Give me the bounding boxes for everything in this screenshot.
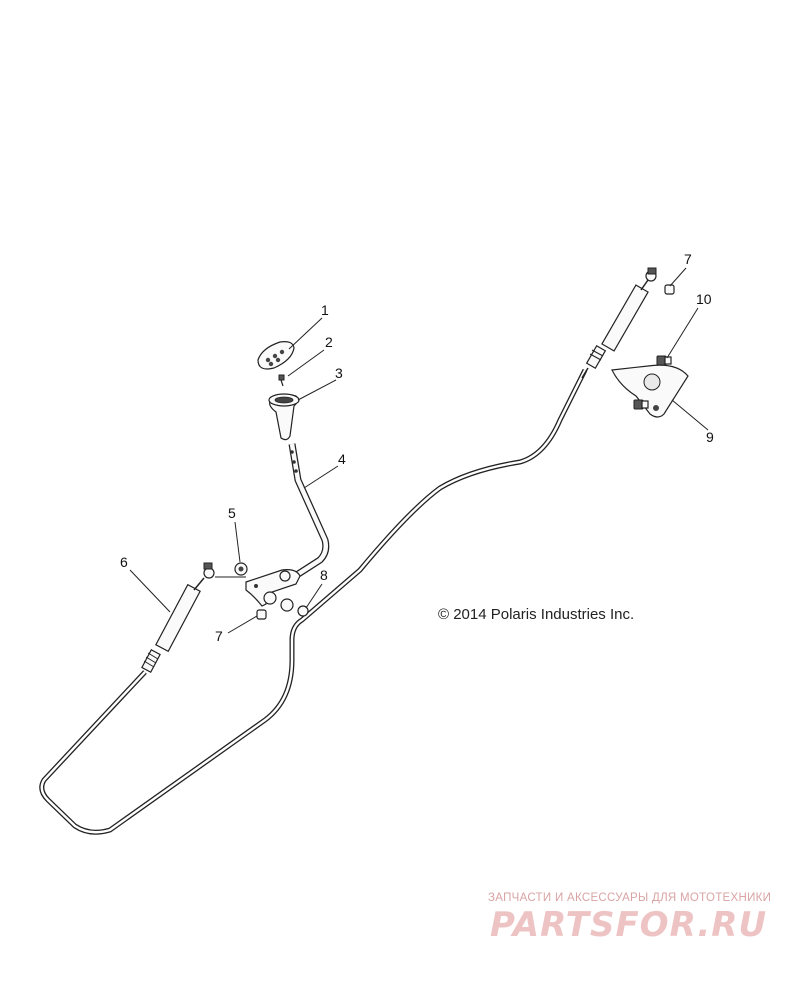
callout-7-left: 7	[215, 628, 223, 644]
shift-knob	[257, 341, 295, 370]
callout-7-right: 7	[684, 251, 692, 267]
leader-lines	[129, 267, 709, 634]
shift-boot	[268, 393, 300, 441]
shift-cable	[39, 368, 588, 835]
callout-2: 2	[325, 334, 333, 350]
callout-1: 1	[321, 302, 329, 318]
shift-lever-rod	[288, 443, 330, 581]
knob-screw	[278, 374, 285, 387]
nut-right	[664, 284, 675, 295]
watermark-logo: PARTSFOR.RU	[490, 905, 768, 945]
callout-9: 9	[706, 429, 714, 445]
nut-left	[256, 609, 267, 620]
watermark-tagline: ЗАПЧАСТИ И АКСЕССУАРЫ ДЛЯ МОТОТЕХНИКИ	[488, 892, 772, 904]
cable-end-left	[141, 562, 246, 673]
callout-4: 4	[338, 451, 346, 467]
callout-10: 10	[696, 291, 712, 307]
bracket-bolts	[633, 355, 672, 410]
callout-labels: 1 2 3 4 5 6 7 8 7 10 9	[120, 251, 714, 644]
callout-5: 5	[228, 505, 236, 521]
copyright-notice: © 2014 Polaris Industries Inc.	[438, 606, 635, 623]
callout-3: 3	[335, 365, 343, 381]
pivot-bracket	[245, 569, 301, 607]
cable-bracket	[611, 364, 689, 418]
cable-end-right	[581, 267, 657, 379]
bushing	[234, 562, 248, 576]
washer	[280, 598, 309, 617]
callout-6: 6	[120, 554, 128, 570]
callout-8: 8	[320, 567, 328, 583]
